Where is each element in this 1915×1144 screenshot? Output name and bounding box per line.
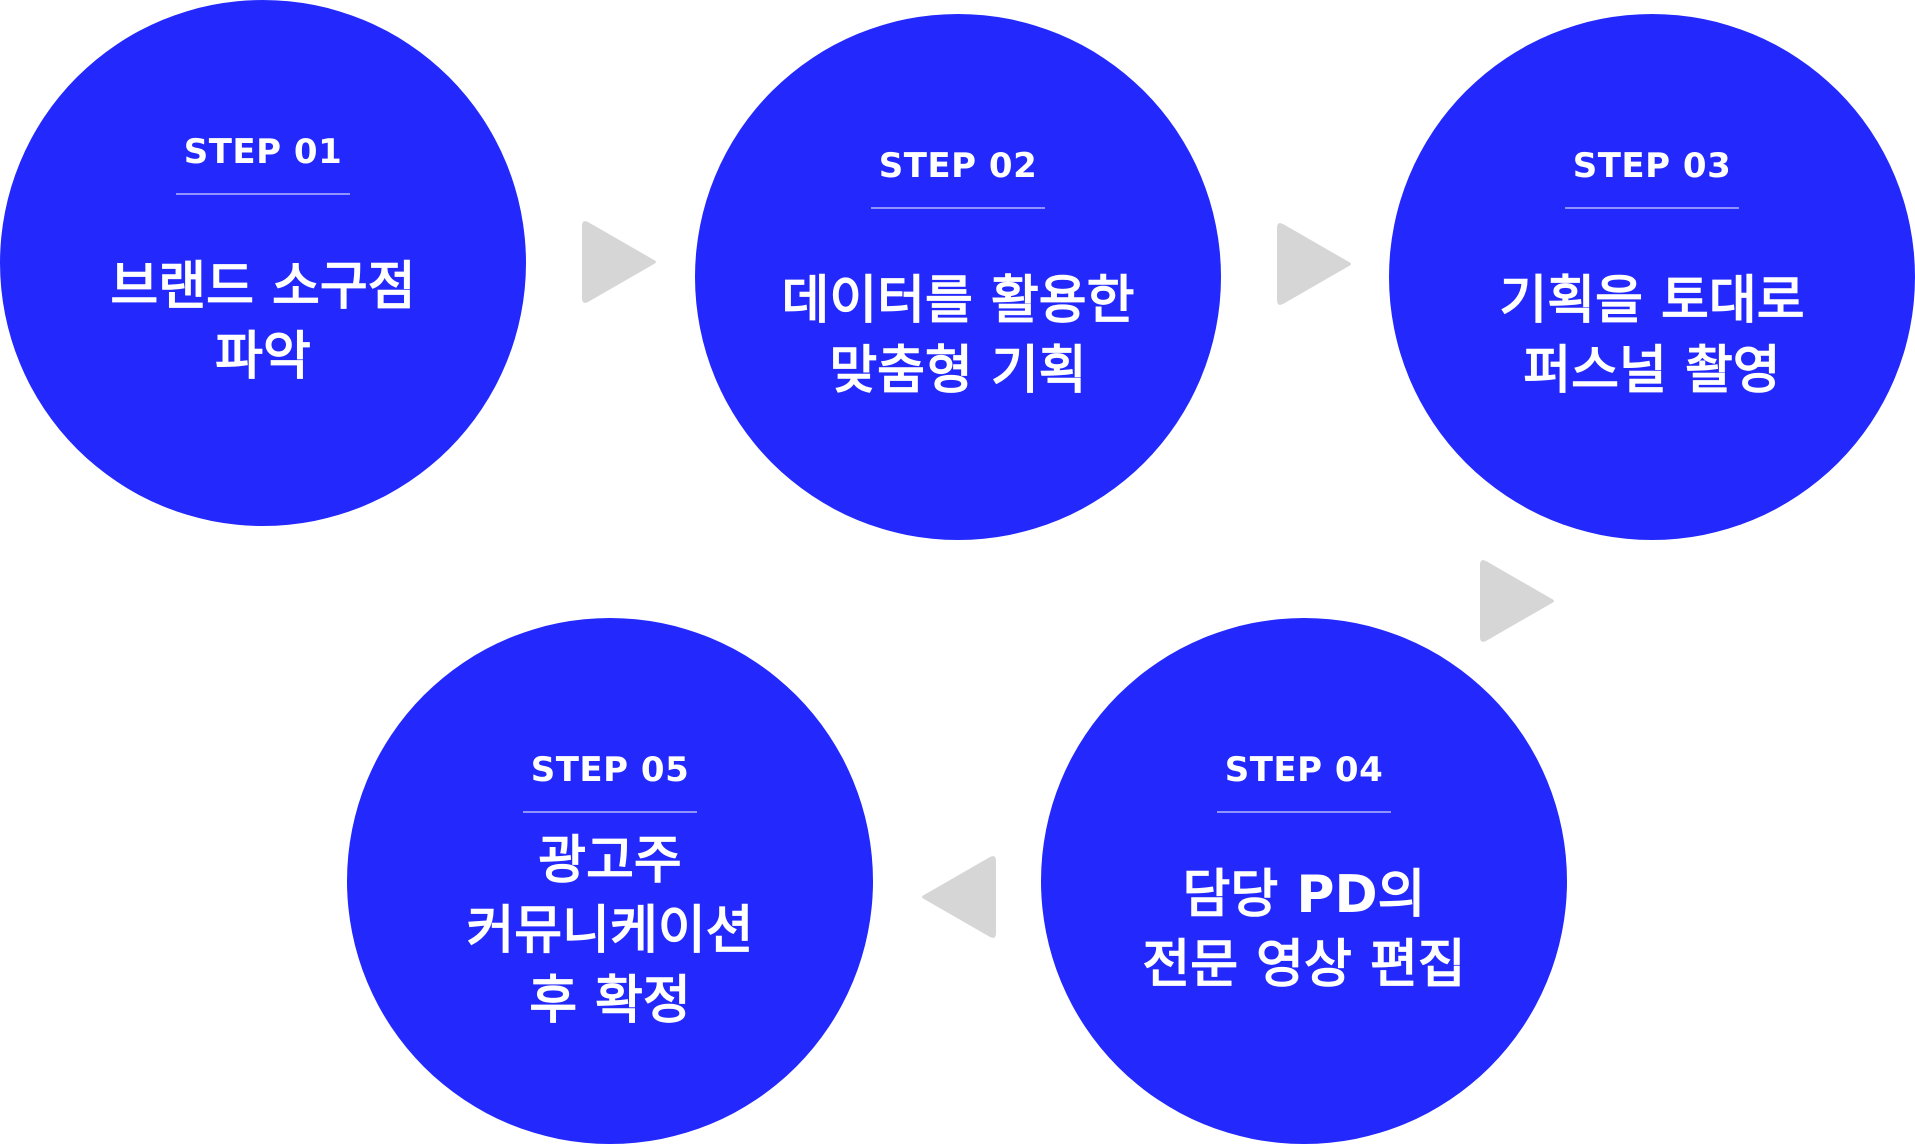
step-05-label: STEP 05 bbox=[530, 750, 690, 790]
step-03-divider bbox=[1565, 207, 1739, 209]
step-01-label: STEP 01 bbox=[183, 132, 343, 172]
step-03-title-line-2: 퍼스널 촬영 bbox=[1523, 341, 1781, 401]
step-01-divider bbox=[176, 193, 350, 195]
step-03-title: 기획을 토대로 퍼스널 촬영 bbox=[1409, 266, 1895, 406]
step-01-title: 브랜드 소구점 파악 bbox=[20, 252, 506, 392]
step-02-title-line-1: 데이터를 활용한 bbox=[781, 271, 1135, 331]
step-05-title-line-3: 후 확정 bbox=[529, 971, 691, 1031]
step-03-label: STEP 03 bbox=[1572, 146, 1732, 186]
step-05-divider bbox=[523, 811, 697, 813]
step-04-title: 담당 PD의 전문 영상 편집 bbox=[1061, 860, 1547, 1000]
step-05-title: 광고주 커뮤니케이션 후 확정 bbox=[367, 826, 853, 1036]
step-03-circle: STEP 03 기획을 토대로 퍼스널 촬영 bbox=[1389, 14, 1915, 540]
step-04-divider bbox=[1217, 811, 1391, 813]
step-05-title-line-2: 커뮤니케이션 bbox=[466, 901, 754, 961]
step-04-label: STEP 04 bbox=[1224, 750, 1384, 790]
step-01-title-line-2: 파악 bbox=[215, 327, 311, 387]
step-02-title-line-2: 맞춤형 기획 bbox=[829, 341, 1087, 401]
arrow-left-icon bbox=[914, 849, 1000, 945]
step-02-title: 데이터를 활용한 맞춤형 기획 bbox=[715, 266, 1201, 406]
arrow-right-icon bbox=[1476, 553, 1562, 649]
step-04-title-line-2: 전문 영상 편집 bbox=[1142, 935, 1466, 995]
arrow-right-icon bbox=[1273, 216, 1359, 312]
step-01-title-line-1: 브랜드 소구점 bbox=[110, 257, 416, 317]
step-02-divider bbox=[871, 207, 1045, 209]
step-04-title-line-1: 담당 PD의 bbox=[1182, 865, 1426, 925]
step-04-circle: STEP 04 담당 PD의 전문 영상 편집 bbox=[1041, 618, 1567, 1144]
step-03-title-line-1: 기획을 토대로 bbox=[1499, 271, 1805, 331]
step-05-title-line-1: 광고주 bbox=[538, 831, 682, 891]
step-01-circle: STEP 01 브랜드 소구점 파악 bbox=[0, 0, 526, 526]
step-02-circle: STEP 02 데이터를 활용한 맞춤형 기획 bbox=[695, 14, 1221, 540]
step-05-circle: STEP 05 광고주 커뮤니케이션 후 확정 bbox=[347, 618, 873, 1144]
arrow-right-icon bbox=[578, 214, 664, 310]
step-02-label: STEP 02 bbox=[878, 146, 1038, 186]
